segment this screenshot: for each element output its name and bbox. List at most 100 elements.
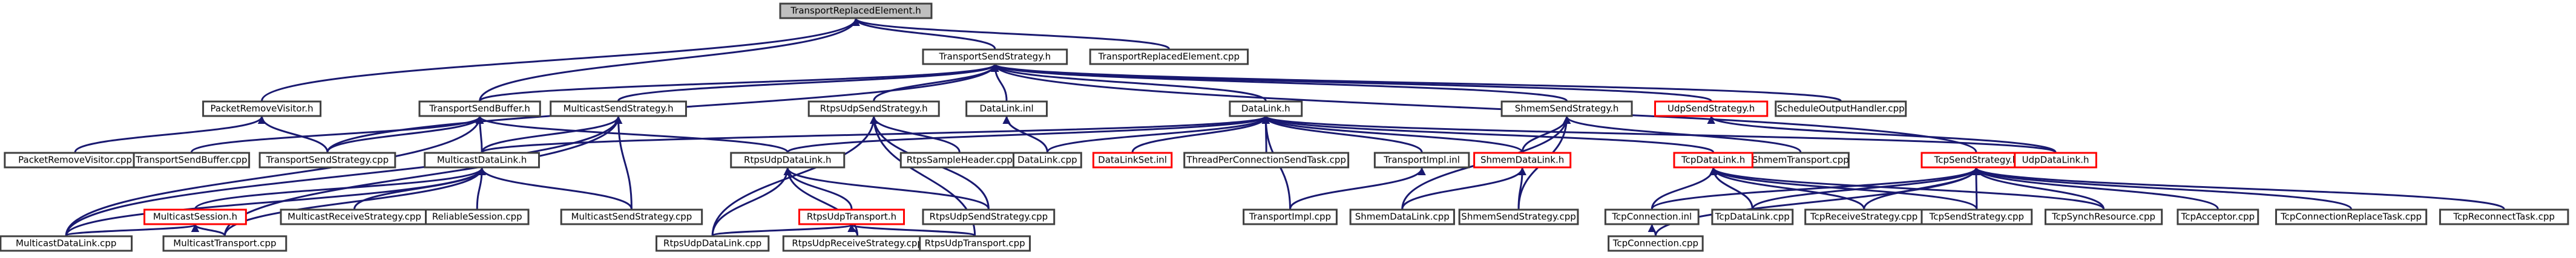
node-dls-inl[interactable]: DataLinkSet.inl — [1092, 152, 1173, 169]
node-label: MulticastSession.h — [153, 211, 237, 222]
node-rss-h[interactable]: RtpsUdpSendStrategy.h — [807, 100, 940, 117]
node-mt-cpp[interactable]: MulticastTransport.cpp — [162, 235, 288, 252]
edge-tdl_h-to-tcss_cpp — [1709, 167, 1978, 210]
node-uss-h[interactable]: UdpSendStrategy.h — [1654, 100, 1769, 117]
node-label: MulticastDataLink.cpp — [16, 238, 116, 249]
node-dl-h[interactable]: DataLink.h — [1229, 100, 1303, 117]
node-box — [1349, 208, 1455, 225]
edge-sss_h-to-st_cpp — [1562, 115, 1802, 153]
edge-tc_inl-to-tc_cpp — [1648, 224, 1657, 236]
edge-mdl_h-to-mss_cpp — [478, 167, 632, 210]
node-box — [258, 152, 396, 169]
edge-tcss_h-to-tc_cpp — [1654, 167, 1980, 236]
node-sdl-h[interactable]: ShmemDataLink.h — [1473, 152, 1572, 169]
node-prv-cpp[interactable]: PacketRemoveVisitor.cpp — [4, 152, 146, 169]
node-mss-h[interactable]: MulticastSendStrategy.h — [550, 100, 687, 117]
node-rudl-h[interactable]: RtpsUdpDataLink.h — [730, 152, 846, 169]
node-label: ShmemSendStrategy.h — [1515, 103, 1619, 114]
node-tpcst-cpp[interactable]: ThreadPerConnectionSendTask.cpp — [1183, 152, 1350, 169]
node-mrs-cpp[interactable]: MulticastReceiveStrategy.cpp — [280, 208, 429, 225]
node-label: DataLink.cpp — [1017, 155, 1077, 166]
node-trt-cpp[interactable]: TcpReconnectTask.cpp — [2439, 208, 2569, 225]
node-label: MulticastTransport.cpp — [173, 238, 276, 249]
node-tsb-h[interactable]: TransportSendBuffer.h — [418, 100, 541, 117]
edge-ms_h-to-mdl_cpp — [65, 224, 199, 237]
node-box — [1458, 208, 1579, 225]
edge-dl_h-to-sdl_h — [1261, 115, 1523, 153]
node-label: TransportReplacedElement.h — [790, 5, 921, 16]
node-mss-cpp[interactable]: MulticastSendStrategy.cpp — [560, 208, 703, 225]
node-box — [1604, 208, 1700, 225]
edge-dl_h-to-dl_cpp — [1046, 115, 1270, 153]
node-tre-cpp[interactable]: TransportReplacedElement.cpp — [1089, 48, 1249, 65]
node-rut-h[interactable]: RtpsUdpTransport.h — [798, 208, 905, 225]
node-label: RtpsUdpSendStrategy.cpp — [930, 211, 1048, 222]
node-rsh-cpp[interactable]: RtpsSampleHeader.cpp — [899, 152, 1019, 169]
node-box — [965, 100, 1048, 117]
node-label: UdpSendStrategy.h — [1668, 103, 1755, 114]
node-box — [1751, 152, 1850, 169]
node-label: TransportSendStrategy.h — [939, 51, 1051, 62]
node-dl-inl[interactable]: DataLink.inl — [965, 100, 1048, 117]
node-tsb-cpp[interactable]: TransportSendBuffer.cpp — [133, 152, 251, 169]
node-label: PacketRemoveVisitor.h — [211, 103, 314, 114]
node-tss-cpp[interactable]: TransportSendStrategy.cpp — [258, 152, 396, 169]
node-label: TransportReplacedElement.cpp — [1098, 51, 1240, 62]
node-tdl-h[interactable]: TcpDataLink.h — [1673, 152, 1753, 169]
node-tc-cpp[interactable]: TcpConnection.cpp — [1608, 235, 1704, 252]
node-label: TransportSendBuffer.cpp — [135, 155, 247, 166]
node-box — [2177, 208, 2259, 225]
edge-rut_h-to-rut_cpp — [847, 224, 976, 237]
edge-dl_h-to-ti_inl — [1261, 115, 1423, 153]
node-rurs-cpp[interactable]: RtpsUdpReceiveStrategy.cpp — [782, 235, 933, 252]
node-trs-cpp[interactable]: TcpReceiveStrategy.cpp — [1804, 208, 1924, 225]
edge-mdl_h-to-mdl_cpp — [65, 167, 486, 236]
node-ti-inl[interactable]: TransportImpl.inl — [1373, 152, 1470, 169]
node-box — [807, 100, 940, 117]
node-box — [2439, 208, 2569, 225]
node-ti-cpp[interactable]: TransportImpl.cpp — [1243, 208, 1338, 225]
node-label: MulticastSendStrategy.cpp — [571, 211, 692, 222]
node-ta-cpp[interactable]: TcpAcceptor.cpp — [2177, 208, 2259, 225]
node-label: ScheduleOutputHandler.cpp — [1777, 103, 1905, 114]
node-sdl-cpp[interactable]: ShmemDataLink.cpp — [1349, 208, 1455, 225]
node-mdl-cpp[interactable]: MulticastDataLink.cpp — [0, 235, 133, 252]
node-label: TransportSendBuffer.h — [429, 103, 530, 114]
node-soh-cpp[interactable]: ScheduleOutputHandler.cpp — [1775, 100, 1907, 117]
edge-rudl_h-to-russ_cpp — [783, 167, 990, 210]
node-sss-h[interactable]: ShmemSendStrategy.h — [1500, 100, 1633, 117]
edge-dl_h-to-tdl_h — [1261, 115, 1715, 153]
node-tc-inl[interactable]: TcpConnection.inl — [1604, 208, 1700, 225]
node-rut-cpp[interactable]: RtpsUdpTransport.cpp — [919, 235, 1031, 252]
node-udl-h[interactable]: UdpDataLink.h — [2014, 152, 2097, 169]
node-box — [0, 235, 133, 252]
node-tcrt-cpp[interactable]: TcpConnectionReplaceTask.cpp — [2275, 208, 2428, 225]
node-box — [1092, 152, 1173, 169]
node-sss-cpp[interactable]: ShmemSendStrategy.cpp — [1458, 208, 1579, 225]
node-box — [550, 100, 687, 117]
node-ms-h[interactable]: MulticastSession.h — [143, 208, 247, 225]
node-box — [1243, 208, 1338, 225]
node-dl-cpp[interactable]: DataLink.cpp — [1012, 152, 1082, 169]
node-box — [143, 208, 247, 225]
node-tsr-cpp[interactable]: TcpSynchResource.cpp — [2044, 208, 2163, 225]
edge-sdl_h-to-sdl_cpp — [1401, 167, 1526, 210]
node-rudl-cpp[interactable]: RtpsUdpDataLink.cpp — [656, 235, 770, 252]
node-box — [1373, 152, 1470, 169]
node-st-cpp[interactable]: ShmemTransport.cpp — [1751, 152, 1850, 169]
node-label: RtpsUdpReceiveStrategy.cpp — [792, 238, 923, 249]
node-russ-cpp[interactable]: RtpsUdpSendStrategy.cpp — [922, 208, 1056, 225]
node-prv-h[interactable]: PacketRemoveVisitor.h — [202, 100, 322, 117]
node-box — [133, 152, 251, 169]
edge-tdl_h-to-tsr_cpp — [1709, 167, 2105, 210]
node-rs-cpp[interactable]: ReliableSession.cpp — [425, 208, 530, 225]
node-tdl-cpp[interactable]: TcpDataLink.cpp — [1711, 208, 1794, 225]
edge-tcss_h-to-tdl_cpp — [1751, 167, 1980, 210]
edge-root-to-tre_cpp — [852, 18, 1170, 50]
node-box — [418, 100, 541, 117]
node-tss-h[interactable]: TransportSendStrategy.h — [922, 48, 1068, 65]
node-tcss-cpp[interactable]: TcpSendStrategy.cpp — [1920, 208, 2033, 225]
edge-root-to-tsb_h — [479, 18, 860, 102]
node-mdl-h[interactable]: MulticastDataLink.h — [424, 152, 540, 169]
